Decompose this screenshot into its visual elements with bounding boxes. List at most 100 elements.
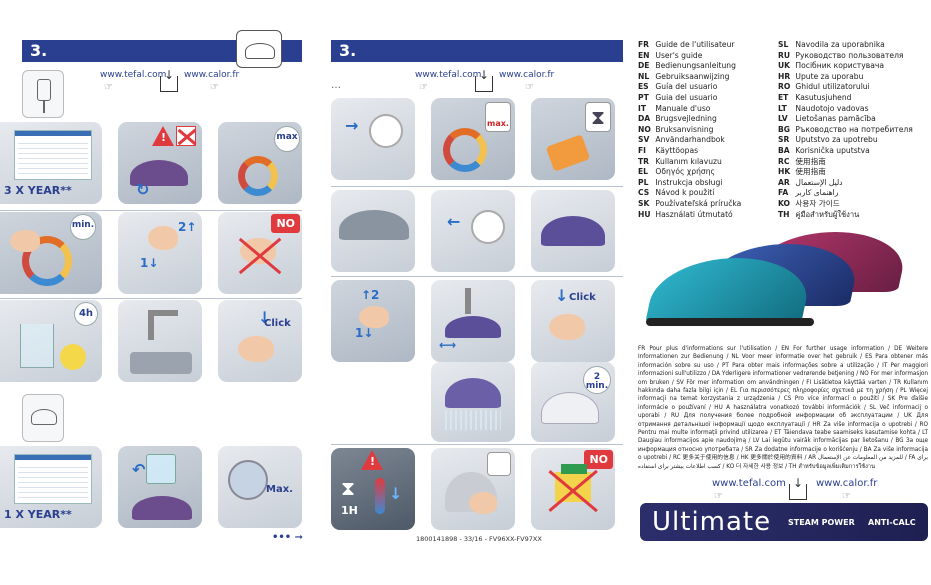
iron-illustration	[445, 316, 501, 338]
hourglass-icon: ⧗	[341, 476, 356, 500]
max-label: max.	[487, 119, 509, 128]
language-code: SR	[778, 135, 790, 145]
hand-illustration	[148, 226, 178, 250]
language-code: AR	[778, 177, 790, 187]
max-temperature-icon: max	[274, 126, 300, 152]
language-entry: PL Instrukcja obsługi	[638, 178, 741, 189]
language-guide-title: Lietošanas pamācība	[793, 114, 876, 124]
language-entry: LT Naudotojo vadovas	[778, 104, 913, 115]
calendar-tile-2: 1 X YEAR**	[0, 446, 102, 528]
language-guide-title: Посібник користувача	[793, 61, 884, 71]
warning-icon	[152, 126, 174, 146]
wait-heat-tile: ⧗	[531, 98, 615, 180]
language-code: PT	[638, 92, 649, 102]
download-icon	[475, 68, 493, 92]
download-icon	[789, 476, 807, 500]
iron-outline-icon	[22, 394, 64, 442]
language-code: SV	[638, 135, 650, 145]
language-guide-title: Användarhandbok	[653, 135, 725, 145]
language-code: SK	[638, 198, 650, 208]
language-code: ES	[638, 82, 649, 92]
language-entry: NL Gebruiksaanwijzing	[638, 72, 741, 83]
language-code: FI	[638, 145, 647, 155]
dial-icon	[238, 156, 278, 196]
min-label: 2 min.	[585, 372, 609, 392]
language-entry: SR Uputstvo za upotrebu	[778, 135, 913, 146]
language-guide-title: 使用指南	[793, 156, 826, 166]
language-guide-title: Руководство пользователя	[793, 50, 904, 60]
tefal-url-link[interactable]: www.tefal.com	[712, 478, 786, 489]
info-paragraph: FR Pour plus d'informations sur l'utilis…	[638, 346, 929, 470]
language-guide-title: Kullanım kılavuzu	[653, 156, 722, 166]
light-indicator-icon	[545, 134, 591, 172]
clean-sole-tile	[431, 448, 515, 530]
language-entry: DE Bedienungsanleitung	[638, 61, 741, 72]
steam-icon	[445, 410, 501, 430]
no-plug-icon	[176, 126, 196, 146]
language-code: HK	[778, 167, 791, 177]
language-entry: LV Lietošanas pamācība	[778, 114, 913, 125]
divider	[331, 276, 623, 277]
language-code: TH	[778, 209, 790, 219]
wait-2min-tile: 2 min.	[531, 362, 615, 442]
iron-max-tile: max	[218, 122, 302, 204]
hours-label: 4h	[78, 308, 94, 319]
next-page-indicator: ••• ➞	[272, 532, 304, 543]
language-code: RC	[778, 156, 790, 166]
url-row: www.tefal.com	[712, 478, 786, 489]
language-code: FR	[638, 40, 650, 49]
unplug-tile: 2↑ 1↓	[118, 212, 202, 294]
language-entry: CS Návod k použití	[638, 188, 741, 199]
language-entry: HR Upute za uporabu	[778, 72, 913, 83]
iron-illustration	[130, 160, 188, 186]
tefal-url-link[interactable]: www.tefal.com	[415, 70, 482, 80]
language-code: ET	[778, 92, 789, 102]
descaling-icon-tile	[22, 70, 64, 118]
language-entry: TR Kullanım kılavuzu	[638, 157, 741, 168]
max-fill-tile: Max.	[218, 446, 302, 528]
divider	[331, 186, 623, 187]
jug-icon	[146, 454, 176, 484]
language-guide-title: Naudotojo vadovas	[793, 103, 869, 113]
language-entry: BG Ръководство на потребителя	[778, 125, 913, 136]
soak-tile: 4h	[0, 300, 102, 382]
frequency-label: 1 X YEAR**	[4, 508, 72, 521]
language-guide-title: دليل الإستعمال	[793, 177, 843, 187]
language-code: PL	[638, 177, 649, 187]
language-entry: ES Guía del usuario	[638, 82, 741, 93]
calor-url-link[interactable]: www.calor.fr	[499, 70, 555, 80]
language-entry: SL Navodila za uporabnika	[778, 40, 913, 51]
dial-icon	[22, 236, 72, 286]
rinse-tile	[118, 300, 202, 382]
cursor-icon: ☞	[525, 82, 534, 93]
download-icon	[160, 68, 178, 92]
language-guide-title: Ghidul utilizatorului	[793, 82, 870, 92]
calor-url-link[interactable]: www.calor.fr	[816, 478, 878, 489]
language-guide-title: Upute za uporabu	[793, 71, 864, 81]
language-entry: PT Guia del usuario	[638, 93, 741, 104]
language-guide-title: Használati útmutató	[653, 209, 733, 219]
feature-anti-calc: ANTI-CALC	[868, 518, 916, 527]
language-code: LV	[778, 114, 788, 124]
language-entry: EN User's guide	[638, 51, 741, 62]
calor-url-link[interactable]: www.calor.fr	[184, 70, 240, 80]
language-guide-title: Brugsvejledning	[653, 114, 717, 124]
language-entry: TH คู่มือสำหรับผู้ใช้งาน	[778, 210, 913, 221]
document-code: 1800141898 - 33/16 - FV96XX-FV97XX	[416, 535, 542, 543]
brand-name: Ultimate	[652, 507, 772, 537]
time-icon: 2 min.	[583, 366, 611, 394]
frequency-label: 3 X YEAR**	[4, 184, 72, 197]
hand-illustration	[10, 230, 40, 252]
tefal-url-link[interactable]: www.tefal.com	[100, 70, 167, 80]
iron-drawing-icon	[236, 30, 282, 68]
language-entry: FI Käyttöopas	[638, 146, 741, 157]
hourglass-tag: ⧗	[585, 102, 611, 132]
language-code: NO	[638, 124, 651, 134]
iron-illustration	[132, 496, 192, 520]
no-badge: NO	[584, 450, 613, 469]
language-guide-title: Bedienungsanleitung	[653, 61, 736, 71]
tap-icon	[465, 288, 471, 314]
language-guide-title: User's guide	[653, 50, 703, 60]
click-tile: ↓ Click	[218, 300, 302, 382]
